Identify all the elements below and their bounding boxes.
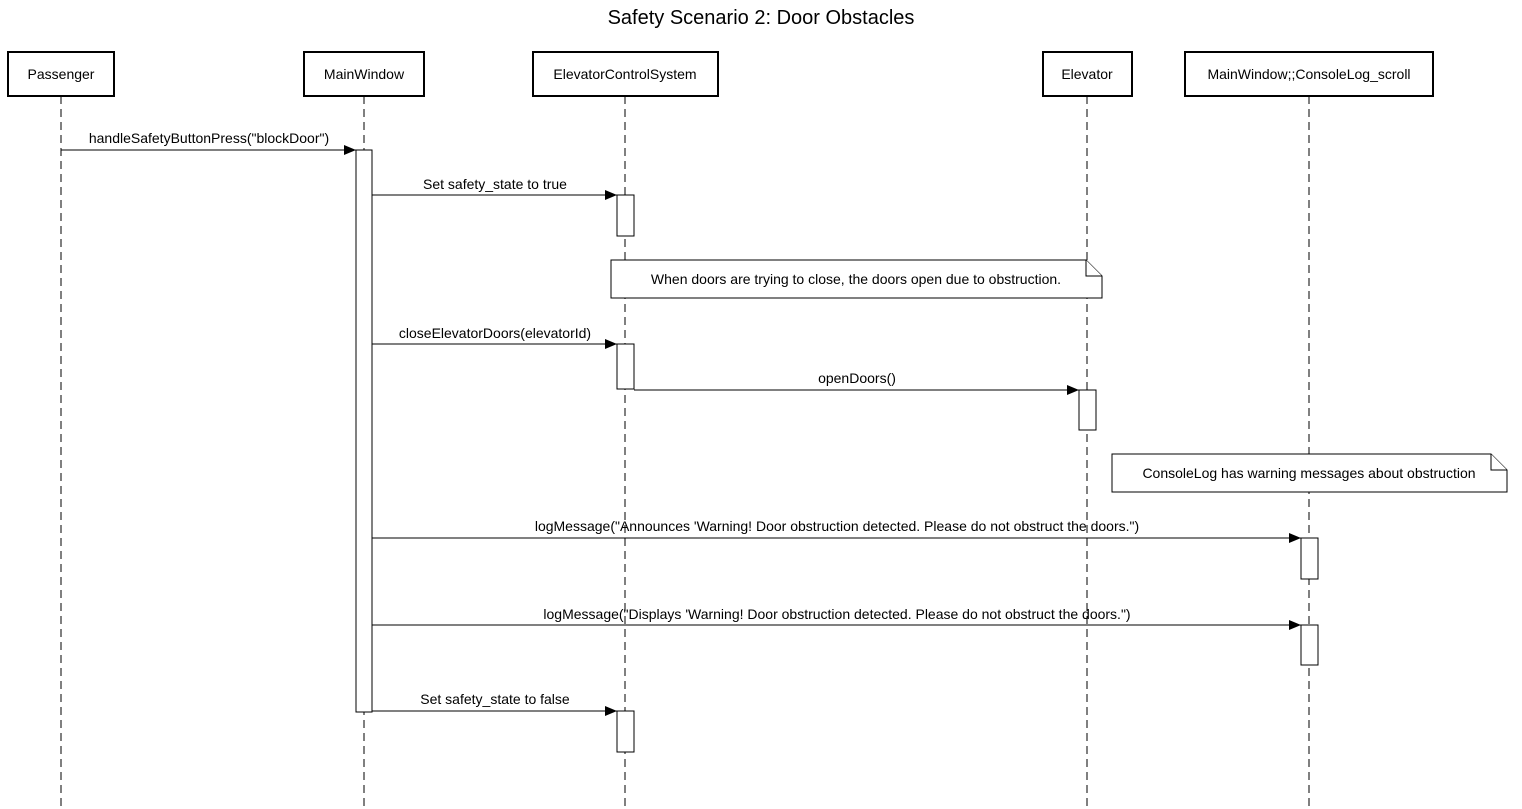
lifelines [60,96,1310,809]
participant-label: MainWindow;;ConsoleLog_scroll [1207,66,1410,82]
message: handleSafetyButtonPress("blockDoor") [61,130,356,155]
note: ConsoleLog has warning messages about ob… [1111,453,1508,493]
activation-mainwindow [355,149,373,713]
message-label: Set safety_state to false [420,691,570,707]
participant-label: Passenger [28,66,95,82]
message-label: Set safety_state to true [423,176,567,192]
note-text: When doors are trying to close, the door… [651,271,1061,287]
activation-ecs-3 [616,710,635,753]
activation-consolelog-2 [1300,624,1319,666]
participant-elevator: Elevator [1042,51,1133,97]
participant-label: Elevator [1061,66,1113,82]
message: openDoors() [634,370,1079,395]
message: logMessage("Announces 'Warning! Door obs… [372,518,1301,543]
message: closeElevatorDoors(elevatorId) [372,325,617,349]
note-text: ConsoleLog has warning messages about ob… [1142,465,1475,481]
activation-ecs-2 [616,343,635,390]
participant-mainwindow: MainWindow [303,51,425,97]
message-label: openDoors() [818,370,896,386]
activation-ecs-1 [616,194,635,237]
message: Set safety_state to false [372,691,617,716]
message: Set safety_state to true [372,176,617,200]
message-label: logMessage("Announces 'Warning! Door obs… [535,518,1139,534]
participant-consolelog: MainWindow;;ConsoleLog_scroll [1184,51,1434,97]
message-label: logMessage("Displays 'Warning! Door obst… [543,606,1130,622]
participant-ecs: ElevatorControlSystem [532,51,719,97]
diagram-title: Safety Scenario 2: Door Obstacles [608,7,915,29]
participant-passenger: Passenger [7,51,115,97]
note: When doors are trying to close, the door… [610,259,1103,299]
participant-label: MainWindow [324,66,405,82]
message-label: handleSafetyButtonPress("blockDoor") [89,130,329,146]
participant-label: ElevatorControlSystem [553,66,696,82]
message: logMessage("Displays 'Warning! Door obst… [372,606,1301,630]
message-label: closeElevatorDoors(elevatorId) [399,325,591,341]
activation-consolelog-1 [1300,537,1319,580]
activation-elevator [1078,389,1097,431]
activations [355,149,1319,753]
